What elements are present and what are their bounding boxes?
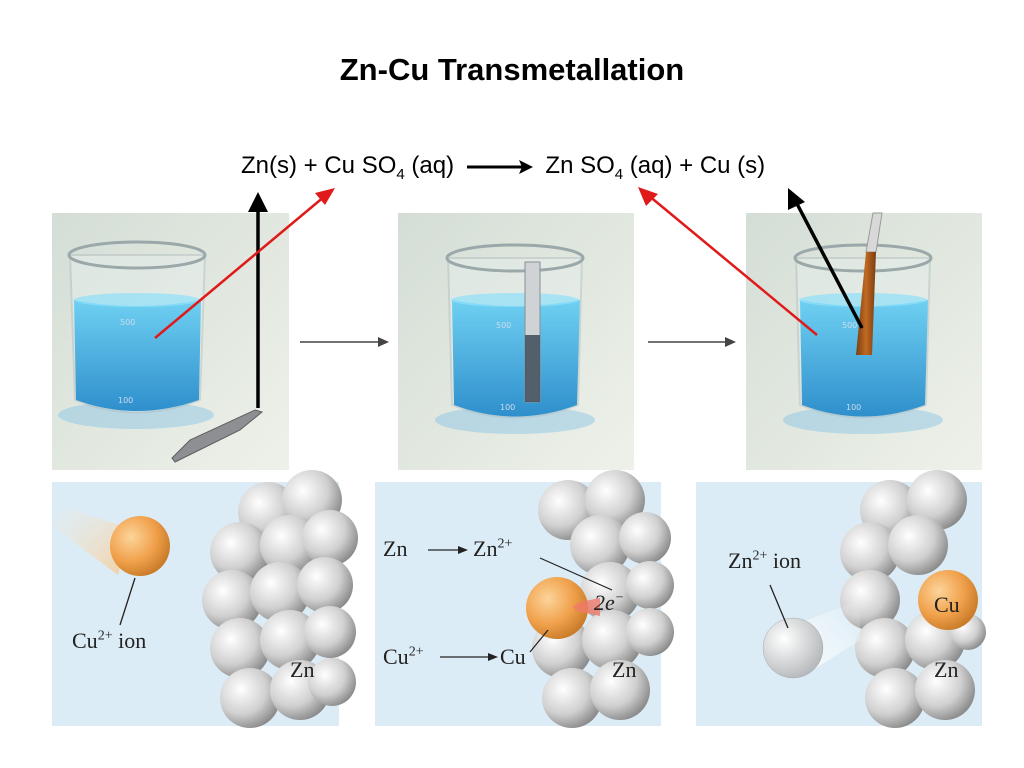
reaction-arrow-icon	[466, 159, 533, 174]
panel1-ion-label: Cu2+ ion	[72, 628, 147, 653]
beaker-photo-middle: 500 100	[398, 213, 634, 470]
cu-pointer-arrow-icon	[788, 188, 864, 329]
product-sulfate-subscript: 4	[614, 165, 624, 183]
zinc-lattice-2	[532, 470, 674, 728]
reaction-equation: Zn(s) + Cu SO4 (aq) Zn SO4 (aq) + Cu (s)	[241, 152, 765, 183]
zinc-lattice-1	[202, 470, 358, 728]
equation-products: Zn SO	[545, 152, 615, 179]
beaker-mark-500-2: 500	[496, 321, 511, 330]
panel2-zn-reactant: Zn	[383, 536, 408, 561]
zn-pointer-arrow-icon	[248, 192, 268, 408]
process-arrow-1-icon	[300, 337, 389, 347]
panel2-zn-label: Zn	[612, 657, 637, 682]
panel2-zn-product: Zn2+	[473, 536, 513, 561]
process-arrow-2-icon	[648, 337, 736, 347]
zn-ion-sphere	[762, 617, 824, 679]
panel3-cu-label: Cu	[934, 592, 960, 617]
sulfate-subscript: 4	[396, 165, 405, 183]
znso4-pointer-arrow-icon	[638, 187, 818, 336]
panel2-cu-product: Cu	[500, 644, 526, 669]
equation-reactant-state: (aq)	[404, 152, 455, 179]
beaker-mark-100-3: 100	[846, 403, 861, 412]
beaker-mark-100: 100	[118, 396, 133, 405]
equation-product-state: (aq) + Cu (s)	[623, 152, 766, 179]
panel3-zn-label: Zn	[934, 657, 959, 682]
panel1-zn-label: Zn	[290, 657, 315, 682]
beaker-mark-500-3: 500	[842, 321, 857, 330]
equation-reactants: Zn(s) + Cu SO	[241, 152, 397, 179]
cu-ion-sphere	[110, 516, 170, 576]
atomic-panel-1	[52, 470, 358, 728]
electron-transfer-arrow-icon	[572, 598, 600, 616]
panel2-cu-reactant: Cu2+	[383, 644, 424, 669]
cu-deposit-sphere	[526, 577, 588, 639]
atomic-panel-2	[375, 470, 674, 728]
atomic-panel-3	[696, 470, 986, 728]
cu-deposited-atom	[918, 570, 978, 630]
cuso4-pointer-arrow-icon	[154, 188, 335, 339]
beaker-photo-end: 500 100	[746, 212, 982, 470]
beaker-mark-100-2: 100	[500, 403, 515, 412]
panel2-electrons: 2e−	[594, 590, 625, 615]
beaker-photo-start: 500 100	[52, 213, 289, 470]
beaker-mark-500: 500	[120, 318, 135, 327]
panel3-ion-label: Zn2+ ion	[728, 548, 801, 573]
page-title: Zn-Cu Transmetallation	[339, 52, 685, 87]
